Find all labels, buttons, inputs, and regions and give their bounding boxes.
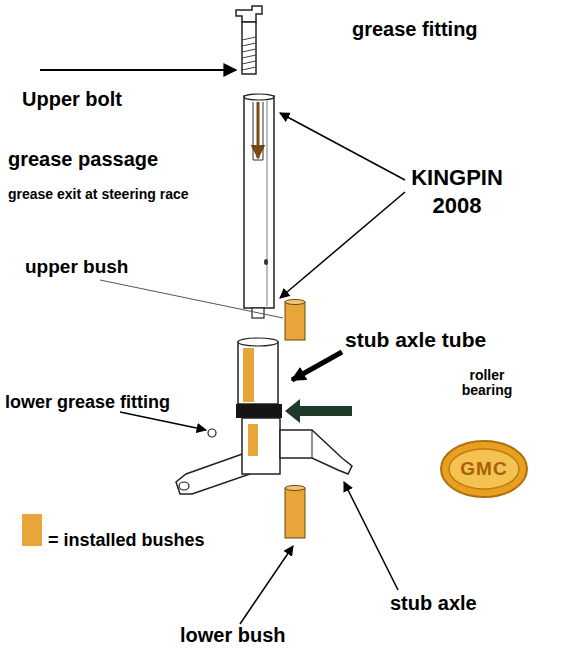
leader-arrow — [280, 192, 405, 298]
lower-grease-fitting-part — [208, 429, 216, 437]
part-label: grease exit at steering race — [8, 186, 189, 202]
installed-bush — [248, 424, 258, 456]
passage-wall — [253, 102, 254, 160]
grease-fitting-part — [236, 6, 262, 22]
logo-text: GMC — [440, 440, 528, 498]
leader-arrow — [285, 399, 352, 423]
kingpin-part — [244, 96, 274, 308]
kingpin-top — [244, 94, 274, 100]
tube-top — [238, 338, 278, 346]
leader-arrow — [344, 482, 398, 590]
steering-arm-part — [176, 452, 250, 494]
passage-wall — [253, 160, 263, 161]
part-label: KINGPIN 2008 — [398, 164, 516, 219]
bush-top — [285, 486, 305, 491]
kingpin-shading — [266, 100, 268, 306]
roller-bearing-part — [236, 404, 282, 418]
passage-wall — [263, 102, 264, 160]
axle-shoulder — [312, 430, 313, 458]
part-label: grease fitting — [352, 18, 478, 41]
logo-badge: GMC — [440, 440, 528, 498]
bush-top — [285, 300, 305, 305]
badge-oval — [441, 441, 527, 497]
upper-bolt-part — [242, 22, 256, 74]
leader-line — [100, 280, 283, 318]
stub-axle-tube-part — [238, 342, 278, 404]
leader-arrow — [240, 546, 293, 624]
leader-arrow — [40, 69, 236, 71]
legend-swatch — [22, 514, 42, 546]
part-label: upper bush — [25, 256, 128, 278]
upper-bush-part — [285, 302, 305, 340]
part-label: lower bush — [180, 624, 286, 647]
installed-bush — [243, 348, 254, 402]
leader-arrow — [292, 352, 342, 380]
arm-eye — [179, 482, 189, 490]
part-label: stub axle tube — [345, 328, 486, 352]
knuckle-part — [242, 418, 280, 474]
leader-arrow — [120, 412, 206, 430]
part-label: Upper bolt — [22, 88, 122, 111]
grease-passage-arrow — [257, 102, 260, 158]
part-label: lower grease fitting — [5, 392, 170, 413]
bolt-thread — [242, 37, 256, 70]
part-label: stub axle — [390, 592, 477, 615]
part-label: grease passage — [8, 148, 158, 171]
part-label: roller bearing — [452, 368, 522, 399]
grease-exit-hole — [264, 259, 268, 265]
stub-axle-part — [280, 430, 352, 474]
legend-text: = installed bushes — [48, 530, 205, 551]
lower-bush-part — [285, 488, 305, 538]
leader-arrow — [280, 113, 405, 180]
